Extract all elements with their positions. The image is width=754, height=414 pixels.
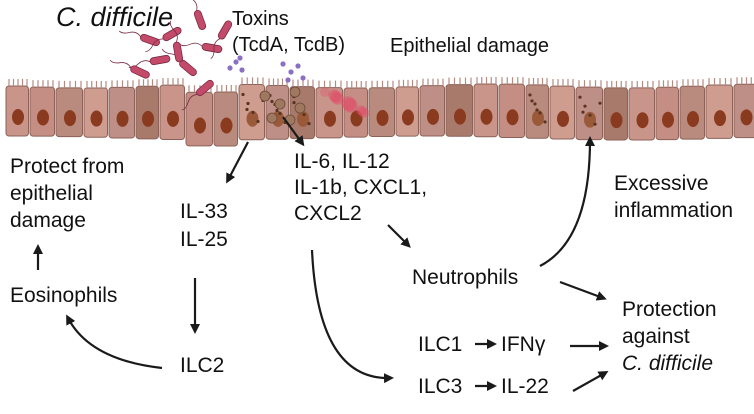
epithelial-cell bbox=[628, 80, 655, 141]
damage-site bbox=[320, 87, 369, 118]
epithelial-cell bbox=[29, 80, 55, 137]
arrow-neutrophils-to-protection bbox=[559, 280, 607, 301]
cytokine-center-line3: CXCL2 bbox=[294, 202, 362, 225]
epithelial-cell bbox=[213, 85, 238, 147]
ilc3-label: ILC3 bbox=[418, 375, 463, 398]
bacteria-cluster bbox=[109, 0, 233, 111]
protect-label-line2: epithelial bbox=[10, 182, 93, 205]
bacterium bbox=[145, 26, 182, 53]
il25-label: IL-25 bbox=[180, 228, 228, 251]
bacterium bbox=[186, 0, 207, 31]
pathogen-label: C. difficile bbox=[56, 2, 174, 32]
epithelial-cell bbox=[343, 80, 368, 138]
arrow-damage-to-il6 bbox=[282, 116, 305, 147]
epithelial-cell bbox=[238, 77, 265, 141]
arrow-damage-to-il33 bbox=[226, 141, 249, 184]
arrow-il22-to-protection bbox=[572, 371, 609, 392]
epithelial-cell bbox=[575, 80, 603, 141]
bacterium bbox=[181, 79, 214, 111]
epithelial-damage-label: Epithelial damage bbox=[390, 35, 549, 57]
epithelial-cell bbox=[395, 79, 419, 137]
eosinophils-label: Eosinophils bbox=[10, 284, 118, 307]
protection-label-line1: Protection bbox=[622, 298, 717, 321]
arrow-ilc2-to-eosinophils bbox=[66, 314, 163, 370]
bacterium bbox=[179, 42, 223, 54]
epithelial-cell bbox=[108, 80, 135, 139]
inflammation-label-line2: inflammation bbox=[614, 199, 734, 222]
cytokine-center-line2: IL-1b, CXCL1, bbox=[294, 176, 428, 199]
arrow-cxcl-to-neutrophils bbox=[387, 224, 411, 248]
toxins-label-line1: Toxins bbox=[232, 8, 289, 30]
epithelial-cell bbox=[445, 77, 473, 137]
pathway-arrows bbox=[33, 116, 609, 392]
epithelial-cell bbox=[733, 77, 754, 139]
epithelial-cell bbox=[525, 77, 549, 139]
epithelial-cell bbox=[135, 79, 159, 140]
epithelial-cell bbox=[603, 80, 628, 141]
bacterium bbox=[118, 30, 161, 47]
ilc1-label: ILC1 bbox=[418, 333, 463, 356]
epithelial-cell bbox=[473, 77, 498, 138]
bacterium bbox=[109, 60, 150, 79]
il33-label: IL-33 bbox=[180, 200, 228, 223]
epithelial-cell bbox=[549, 79, 575, 140]
protection-label-line2: against bbox=[622, 325, 690, 348]
toxin-particles bbox=[227, 55, 306, 83]
epithelial-cell bbox=[679, 79, 705, 140]
neutrophils-label: Neutrophils bbox=[412, 266, 519, 289]
cytokine-center-line1: IL-6, IL-12 bbox=[294, 150, 390, 173]
toxins-label-line2: (TcdA, TcdB) bbox=[232, 34, 345, 56]
bacterium bbox=[169, 20, 184, 63]
epithelial-cell bbox=[265, 78, 289, 140]
epithelial-cell bbox=[5, 79, 29, 137]
epithelial-cell bbox=[655, 80, 679, 141]
protection-label-line3: C. difficile bbox=[622, 352, 714, 375]
protect-label-line3: damage bbox=[10, 209, 86, 232]
protect-label-line1: Protect from bbox=[10, 155, 125, 178]
epithelial-cell bbox=[159, 78, 185, 140]
epithelial-cell bbox=[55, 80, 83, 138]
inflammation-label-line1: Excessive bbox=[614, 172, 709, 195]
il22-label: IL-22 bbox=[501, 375, 549, 398]
epithelial-cell-layer bbox=[5, 77, 754, 147]
epithelial-cell bbox=[83, 80, 108, 138]
bacterium bbox=[210, 20, 233, 60]
epithelial-cell bbox=[498, 77, 525, 138]
ifng-label: IFNγ bbox=[501, 333, 546, 356]
epithelial-cell bbox=[419, 78, 445, 137]
epithelial-cell bbox=[368, 80, 395, 137]
ilc2-label: ILC2 bbox=[180, 354, 225, 377]
arrow-cytokines-to-ilc3 bbox=[310, 249, 394, 384]
arrow-neutrophils-to-inflammation bbox=[539, 136, 595, 267]
epithelial-cell bbox=[705, 78, 733, 139]
epithelial-cell bbox=[315, 80, 343, 139]
